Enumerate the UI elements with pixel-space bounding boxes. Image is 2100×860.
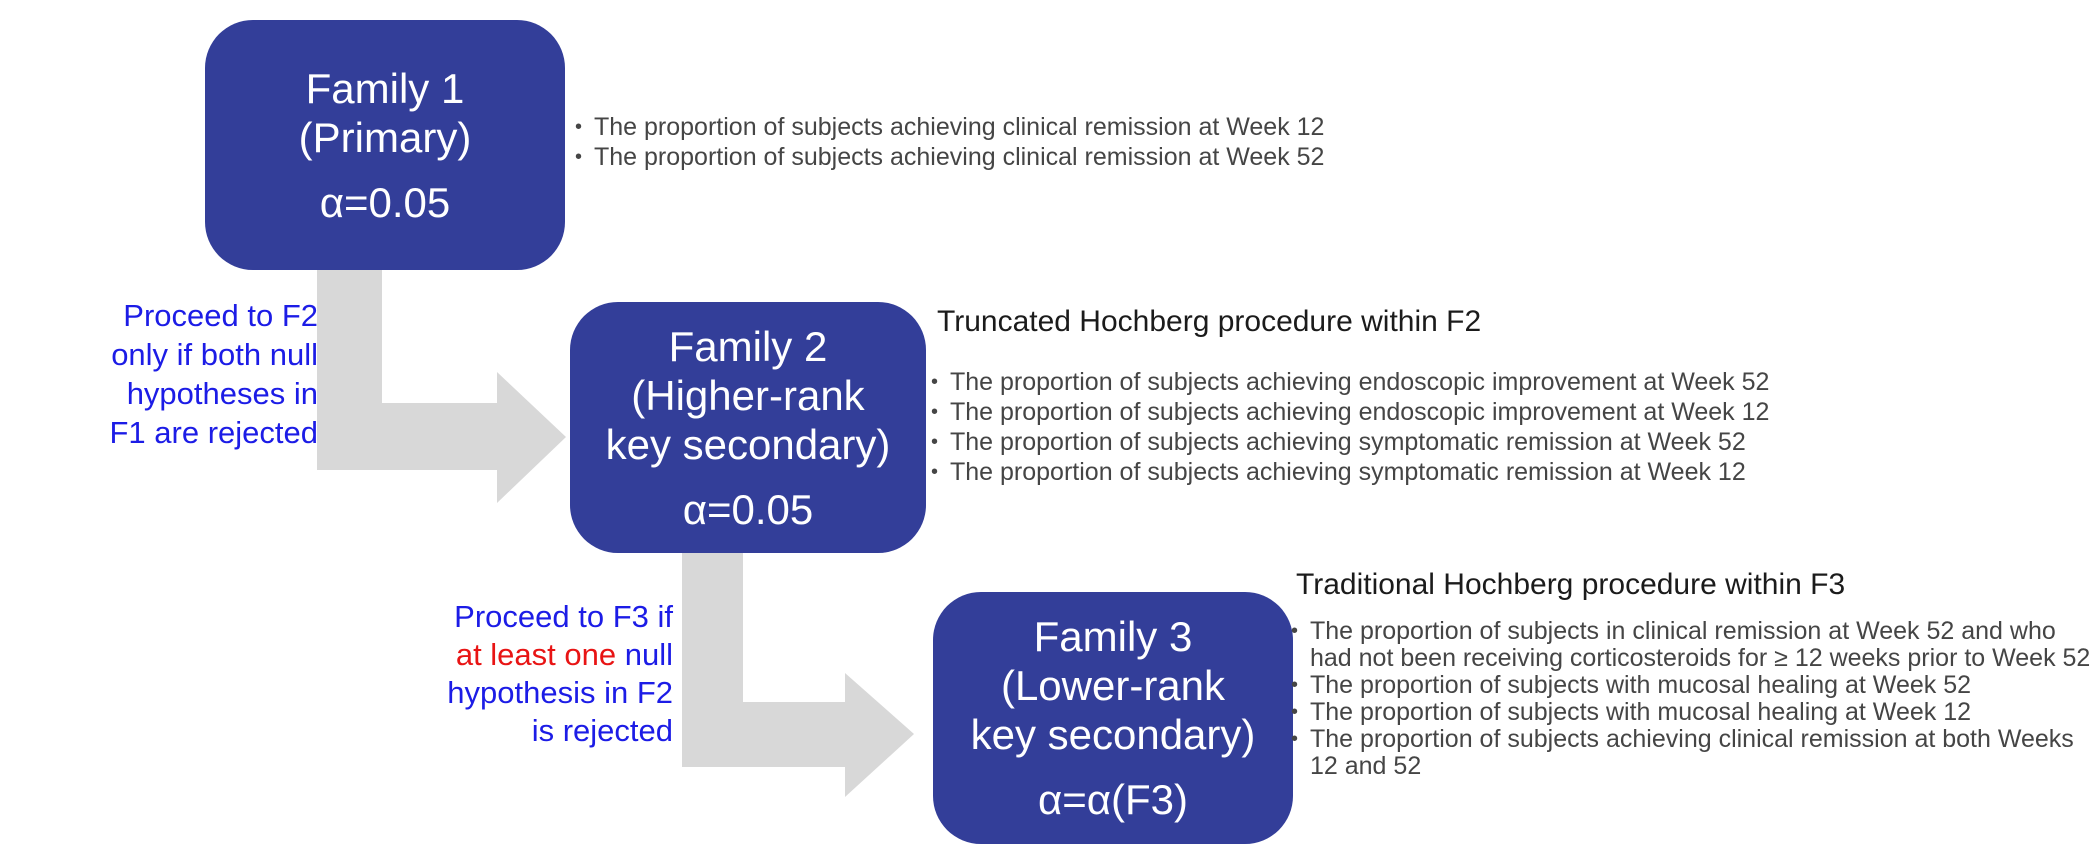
f2-procedure-heading: Truncated Hochberg procedure within F2 [937,305,1482,338]
family-3-title: Family 3 [1033,613,1193,660]
endpoint-item: The proportion of subjects with mucosal … [1288,699,2093,727]
annotation-line: only if both null [111,337,318,372]
endpoint-item: The proportion of subjects with mucosal … [1288,672,2093,700]
endpoint-item: The proportion of subjects achieving sym… [928,427,1848,457]
family-1-alpha: α=0.05 [319,178,451,226]
family-subtitle-line: (Higher-rank [631,371,865,419]
annotation-text: hypothesis in F2 [447,675,673,710]
f3-procedure-heading: Traditional Hochberg procedure within F3 [1296,568,1846,601]
annotation-text: Proceed to F3 if [454,599,673,634]
family-subtitle-line: key secondary) [970,711,1256,758]
arrow-f2-to-f3 [682,552,914,797]
annotation-text: is rejected [531,713,673,748]
family-1-title: Family 1 [305,64,465,112]
family-subtitle-line: (Primary) [298,113,472,161]
family-1-box: Family 1 (Primary) α=0.05 [205,20,565,270]
family-2-endpoint-list: The proportion of subjects achieving end… [928,367,1848,487]
endpoint-item: The proportion of subjects achieving end… [928,367,1848,397]
annotation-text: null [616,637,673,672]
endpoint-item: The proportion of subjects achieving sym… [928,457,1848,487]
annotation-line: at least one null [385,636,673,674]
annotation-line: Proceed to F2 [123,298,318,333]
annotation-line: hypotheses in [126,376,318,411]
annotation-line: is rejected [385,712,673,750]
family-subtitle-line: key secondary) [605,420,891,468]
family-2-alpha: α=0.05 [682,485,814,533]
annotation-red-text: at least one [455,637,617,672]
family-subtitle-line: (Lower-rank [1000,662,1226,709]
endpoint-item: The proportion of subjects achieving cli… [572,112,1472,142]
endpoint-item: The proportion of subjects in clinical r… [1288,618,2093,672]
family-1-subtitle: (Primary) [299,113,472,162]
family-3-alpha: α=α(F3) [1037,776,1189,823]
annotation-line: Proceed to F3 if [385,598,673,636]
endpoint-item: The proportion of subjects achieving cli… [1288,726,2093,780]
endpoint-item: The proportion of subjects achieving end… [928,397,1848,427]
annotation-proceed-to-f3: Proceed to F3 if at least one null hypot… [385,598,673,750]
family-2-title: Family 2 [668,322,828,370]
annotation-proceed-to-f2: Proceed to F2 only if both null hypotheses… [30,296,319,452]
annotation-line: F1 are rejected [109,415,319,450]
arrow-f1-to-f2 [317,270,566,503]
annotation-line: hypothesis in F2 [385,674,673,712]
family-3-endpoint-list: The proportion of subjects in clinical r… [1288,618,2093,780]
endpoint-item: The proportion of subjects achieving cli… [572,142,1472,172]
family-1-endpoint-list: The proportion of subjects achieving cli… [572,112,1472,172]
